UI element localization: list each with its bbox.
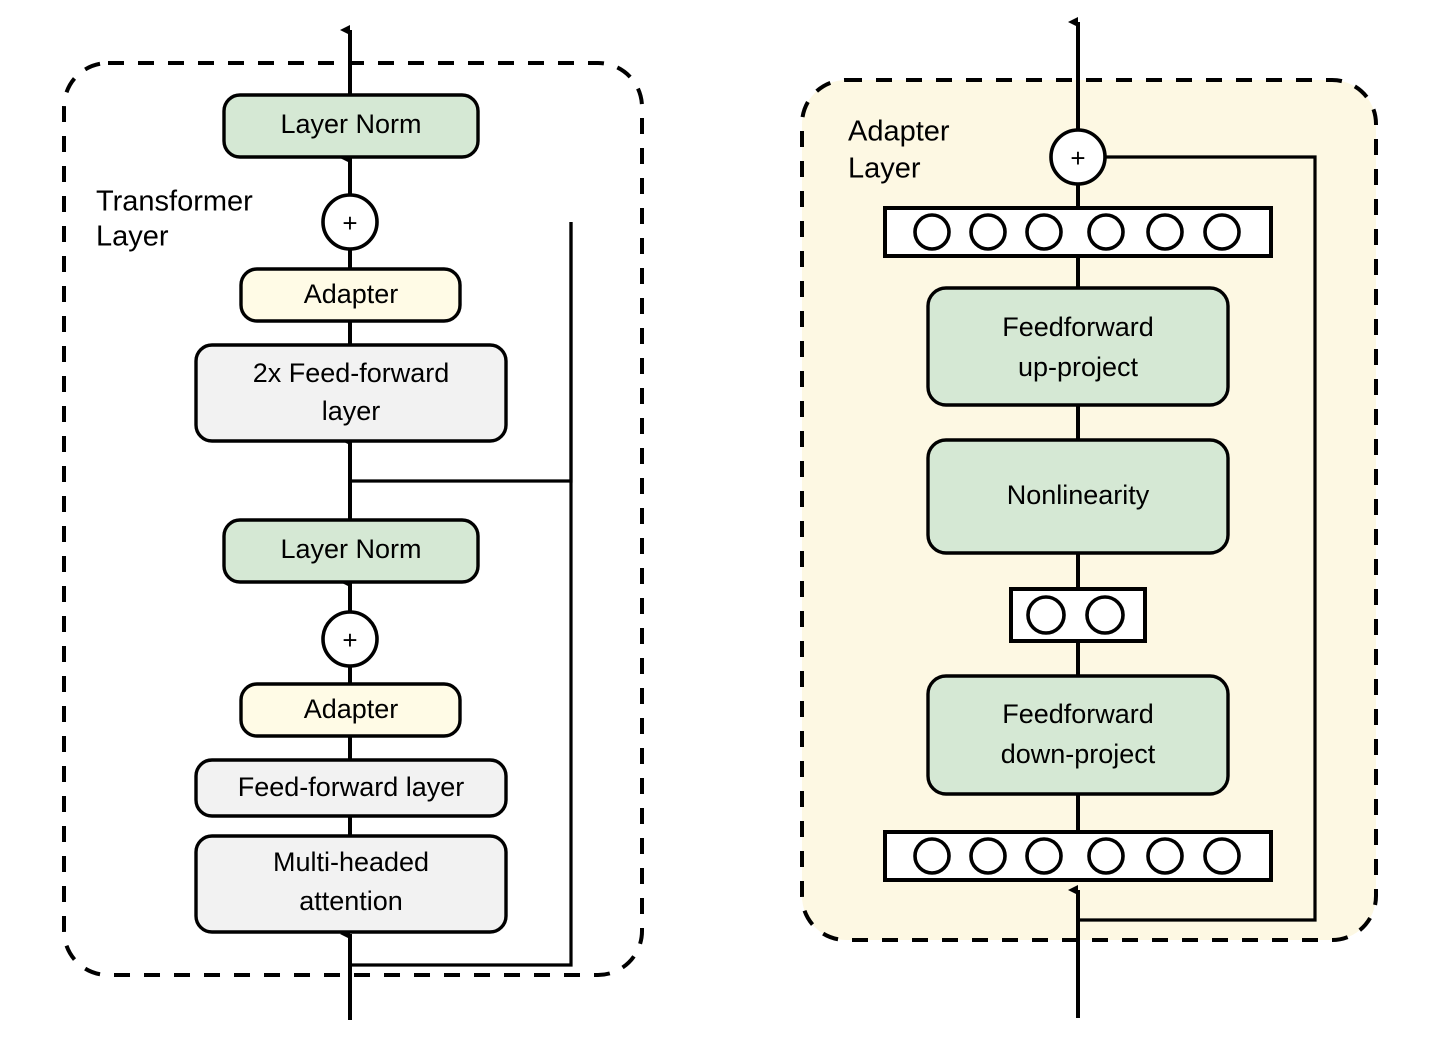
multi-headed-attention-label-2: attention (299, 886, 403, 916)
adapter-bottom-box[interactable] (239, 682, 462, 738)
nonlinearity-box[interactable] (926, 438, 1230, 555)
transformer-layer-caption-line1: Transformer (96, 186, 253, 218)
adder-top: + (321, 193, 379, 251)
node-feedforward-up-project[interactable]: Feedforward up-project (926, 286, 1230, 407)
layer-norm-bottom-label: Layer Norm (280, 534, 421, 564)
panel-transformer-layer: Transformer Layer Multi-headed attenti (62, 25, 644, 1020)
neuron-input-5 (1146, 837, 1184, 875)
neuron-input-3 (1025, 837, 1063, 875)
neurons-output-row (883, 206, 1273, 258)
neurons-bottleneck-row (1009, 587, 1147, 643)
feedforward-up-project-label-1: Feedforward (1002, 312, 1154, 342)
node-adapter-bottom[interactable]: Adapter (239, 682, 462, 738)
adder-adapter-symbol: + (1070, 143, 1085, 173)
neuron-output-3 (1025, 213, 1063, 251)
node-feedforward-down-project[interactable]: Feedforward down-project (926, 674, 1230, 796)
transformer-layer-frame (62, 61, 644, 977)
neuron-input-6 (1203, 837, 1241, 875)
multi-headed-attention-box[interactable] (194, 834, 508, 934)
nonlinearity-label: Nonlinearity (1007, 480, 1150, 510)
adder-adapter: + (1049, 128, 1107, 186)
feedforward-down-project-box[interactable] (926, 674, 1230, 796)
feedforward-up-project-box[interactable] (926, 286, 1230, 407)
layer-norm-top-label: Layer Norm (280, 109, 421, 139)
node-nonlinearity[interactable]: Nonlinearity (926, 438, 1230, 555)
feed-forward-2x-box[interactable] (194, 343, 508, 443)
neuron-input-2 (969, 837, 1007, 875)
adder-adapter-circle (1049, 128, 1107, 186)
feed-forward-layer-label: Feed-forward layer (238, 772, 465, 802)
node-feed-forward-2x[interactable]: 2x Feed-forward layer (194, 343, 508, 443)
node-adapter-top[interactable]: Adapter (239, 267, 462, 323)
adapter-top-box[interactable] (239, 267, 462, 323)
feed-forward-2x-label-2: layer (322, 396, 381, 426)
edge-adapter-residual (1078, 155, 1317, 922)
layer-norm-bottom-box[interactable] (222, 518, 480, 584)
neuron-output-4 (1087, 213, 1125, 251)
neuron-output-5 (1146, 213, 1184, 251)
node-multi-headed-attention[interactable]: Multi-headed attention (194, 834, 508, 934)
neuron-output-6 (1203, 213, 1241, 251)
feed-forward-layer-box[interactable] (194, 758, 508, 818)
adapter-layer-caption-line1: Adapter (848, 116, 950, 148)
feed-forward-2x-label-1: 2x Feed-forward (253, 358, 450, 388)
adder-bottom-circle (321, 610, 379, 668)
feedforward-down-project-label-2: down-project (1001, 739, 1156, 769)
feedforward-down-project-label-1: Feedforward (1002, 699, 1154, 729)
neuron-output-1 (913, 213, 951, 251)
multi-headed-attention-label-1: Multi-headed (273, 847, 429, 877)
layer-norm-top-box[interactable] (222, 93, 480, 159)
edge-upper-residual-right (350, 222, 573, 483)
neuron-bottleneck-1 (1026, 595, 1066, 635)
transformer-layer-caption-line2: Layer (96, 221, 169, 253)
node-feed-forward-layer[interactable]: Feed-forward layer (194, 758, 508, 818)
adapter-layer-caption-line2: Layer (848, 153, 921, 185)
feedforward-up-project-label-2: up-project (1018, 352, 1139, 382)
adder-top-circle (321, 193, 379, 251)
node-layer-norm-bottom[interactable]: Layer Norm (222, 518, 480, 584)
neurons-input-row (883, 830, 1273, 882)
adapter-bottom-label: Adapter (304, 694, 399, 724)
adder-bottom: + (321, 610, 379, 668)
adapter-layer-frame (800, 78, 1378, 942)
adder-top-symbol: + (342, 208, 357, 238)
neuron-input-1 (913, 837, 951, 875)
neuron-input-4 (1087, 837, 1125, 875)
adapter-top-label: Adapter (304, 279, 399, 309)
panel-adapter-layer: Adapter Layer (800, 17, 1378, 1018)
neuron-output-2 (969, 213, 1007, 251)
node-layer-norm-top[interactable]: Layer Norm (222, 93, 480, 159)
adder-bottom-symbol: + (342, 625, 357, 655)
neuron-bottleneck-2 (1085, 595, 1125, 635)
